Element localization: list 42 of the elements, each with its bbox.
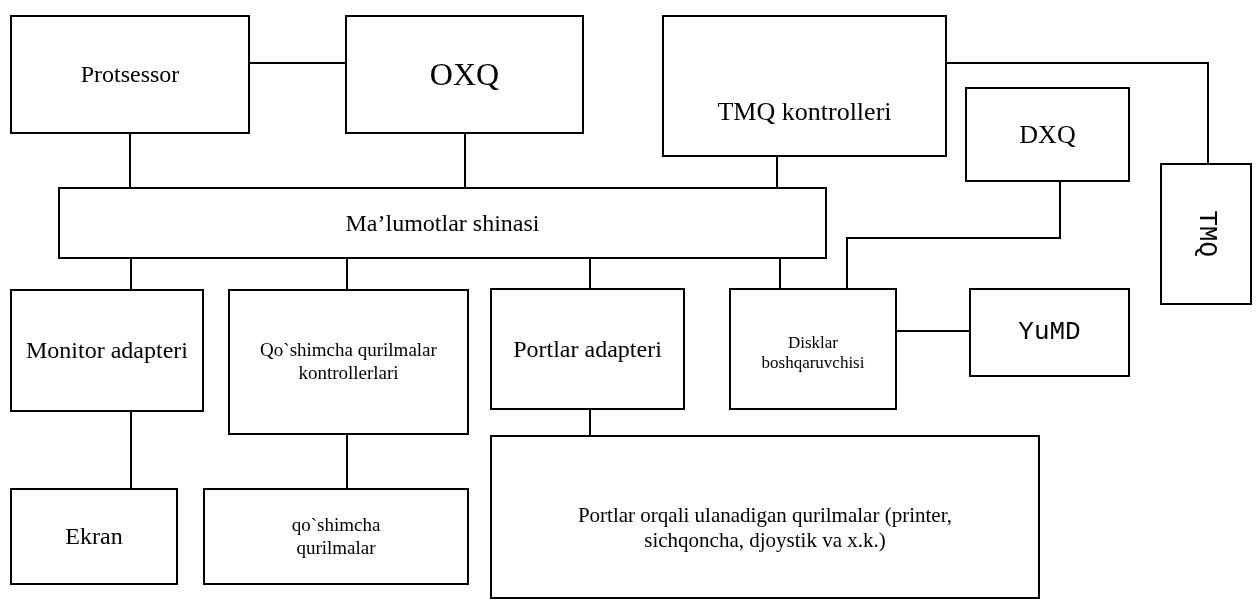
connector-line [130,258,132,290]
connector-line [589,409,591,436]
connector-line [129,133,131,188]
block-label: Qo`shimcha qurilmalar kontrollerlari [259,339,438,385]
connector-line [346,434,348,489]
block-label: TMQ kontrolleri [717,96,892,128]
block-box [490,288,685,410]
block-label: YuMD [1018,316,1081,349]
connector-line [464,133,466,188]
connector-line [346,258,348,290]
connector-line [130,411,132,489]
block-label: Ma’lumotlar shinasi [345,208,540,238]
connector-line [946,62,1209,164]
block-label: OXQ [429,55,500,94]
connector-line [846,181,1061,289]
block-box [345,15,584,134]
block-box [10,488,178,585]
connector-line [896,330,970,332]
block-box [965,87,1130,182]
block-label: Monitor adapteri [26,336,188,365]
block-box [729,288,897,410]
block-label: Portlar orqali ulanadigan qurilmalar (printer, sichqoncha, djoystik va x.k.) [576,502,954,554]
block-box [228,289,469,435]
block-label: Disklar boshqaruvchisi [760,332,866,374]
block-label: Ekran [65,522,123,551]
block-box [662,15,947,157]
block-label: qo`shimcha qurilmalar [290,513,382,560]
block-box [10,15,250,134]
block-label: Protsessor [80,60,180,89]
block-label: DXQ [1019,118,1076,151]
connector-line [779,258,781,289]
block-box [58,187,827,259]
block-label: TMQ [1190,210,1222,258]
block-box [1160,163,1252,305]
block-box [10,289,204,412]
block-box [203,488,469,585]
connector-line [589,258,591,289]
block-box [969,288,1130,377]
block-label: Portlar adapteri [513,334,662,364]
connector-line [776,156,778,188]
connector-line [249,62,346,64]
block-box [490,435,1040,599]
